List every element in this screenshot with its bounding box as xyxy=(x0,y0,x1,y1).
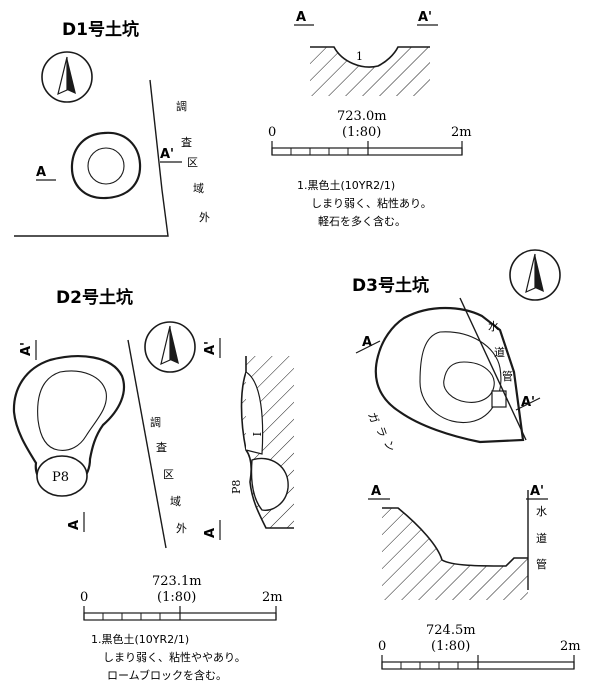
d2-north-arrow-icon xyxy=(144,321,196,373)
d3-gravel-label: ガ ラ ン xyxy=(365,411,397,454)
svg-text:しまり弱く、粘性あり。: しまり弱く、粘性あり。 xyxy=(311,196,432,210)
svg-text:0: 0 xyxy=(268,125,276,140)
d1-outside-survey-label: 調 査 区 域 外 xyxy=(176,99,210,224)
d2-section-a: A xyxy=(203,528,218,538)
d2-panel: D2号土坑 P8 A' A 調 査 区 域 外 A' A xyxy=(12,287,294,682)
svg-text:管: 管 xyxy=(536,557,547,571)
d3-water-pipe-label: 水 道 管 xyxy=(488,320,513,383)
svg-text:調: 調 xyxy=(176,99,187,113)
svg-text:ロームブロックを含む。: ロームブロックを含む。 xyxy=(107,668,227,682)
d2-label-a-prime: A' xyxy=(19,342,34,356)
svg-text:(1:80): (1:80) xyxy=(157,590,196,605)
svg-text:1.黒色土(10YR2/1): 1.黒色土(10YR2/1) xyxy=(91,632,189,646)
d2-section-a-prime: A' xyxy=(203,341,218,355)
svg-text:外: 外 xyxy=(176,522,187,535)
d3-section-a: A xyxy=(371,484,381,499)
d2-outside-survey-label: 調 査 区 域 外 xyxy=(150,415,187,535)
d2-pit-plan: P8 xyxy=(12,355,126,497)
d2-section: A' A I P8 xyxy=(203,338,294,540)
d3-north-arrow-icon xyxy=(509,249,561,301)
svg-text:(1:80): (1:80) xyxy=(342,125,381,140)
d2-section-layer-1: I xyxy=(250,432,263,436)
svg-text:(1:80): (1:80) xyxy=(431,639,470,654)
svg-text:道: 道 xyxy=(536,531,547,545)
d1-survey-boundary xyxy=(14,79,169,237)
svg-text:2m: 2m xyxy=(451,125,472,140)
d3-label-a-prime: A' xyxy=(521,395,535,410)
svg-text:査: 査 xyxy=(181,135,192,149)
svg-text:ラ: ラ xyxy=(373,425,389,440)
d2-title: D2号土坑 xyxy=(56,287,133,308)
svg-text:調: 調 xyxy=(150,415,161,429)
svg-text:区: 区 xyxy=(163,468,174,481)
d3-label-a: A xyxy=(362,335,372,350)
svg-text:域: 域 xyxy=(170,495,181,508)
svg-text:2m: 2m xyxy=(262,590,283,605)
d1-layer-1: 1 xyxy=(356,50,363,63)
svg-text:域: 域 xyxy=(193,182,204,195)
d1-north-arrow-icon xyxy=(41,51,93,103)
svg-text:管: 管 xyxy=(502,369,513,383)
svg-text:1.黒色土(10YR2/1): 1.黒色土(10YR2/1) xyxy=(297,178,395,192)
d3-scale-bar: 724.5m (1:80) 0 2m xyxy=(378,623,581,670)
d2-section-p8: P8 xyxy=(230,480,243,494)
d1-title: D1号土坑 xyxy=(62,19,139,40)
d3-section: A A' 水 道 管 xyxy=(368,484,548,600)
d3-section-water-pipe-label: 水 道 管 xyxy=(536,505,547,571)
d3-section-a-prime: A' xyxy=(530,484,544,499)
svg-text:ン: ン xyxy=(381,439,397,454)
d2-label-a: A xyxy=(67,520,82,530)
d1-section-a: A xyxy=(296,10,306,25)
d2-notes: 1.黒色土(10YR2/1) しまり弱く、粘性ややあり。 ロームブロックを含む。 xyxy=(91,632,246,682)
d1-pit-plan xyxy=(70,131,142,200)
svg-text:外: 外 xyxy=(199,211,210,224)
d1-label-a: A xyxy=(36,165,46,180)
d3-panel: D3号土坑 A A' 水 道 管 ガ ラ ン A xyxy=(352,249,581,670)
d3-pit-plan xyxy=(374,306,525,444)
svg-text:0: 0 xyxy=(80,590,88,605)
svg-text:水: 水 xyxy=(536,505,547,518)
d3-water-pipe-boundary xyxy=(459,297,527,441)
d1-scale-bar: 723.0m (1:80) 0 2m xyxy=(268,109,472,156)
svg-text:道: 道 xyxy=(494,345,505,359)
svg-text:軽石を多く含む。: 軽石を多く含む。 xyxy=(318,214,406,228)
d1-notes: 1.黒色土(10YR2/1) しまり弱く、粘性あり。 軽石を多く含む。 xyxy=(297,178,432,228)
d1-section: A A' 1 xyxy=(294,10,438,96)
d2-pit-p8: P8 xyxy=(52,470,69,485)
d2-survey-boundary xyxy=(127,339,167,549)
svg-text:ガ: ガ xyxy=(365,411,381,426)
svg-text:区: 区 xyxy=(187,156,198,169)
d3-title: D3号土坑 xyxy=(352,275,429,296)
d1-label-a-prime: A' xyxy=(160,147,174,162)
svg-text:しまり弱く、粘性ややあり。: しまり弱く、粘性ややあり。 xyxy=(103,650,246,664)
svg-text:724.5m: 724.5m xyxy=(426,623,476,638)
svg-text:723.0m: 723.0m xyxy=(337,109,387,124)
svg-text:723.1m: 723.1m xyxy=(152,574,202,589)
d1-section-a-prime: A' xyxy=(418,10,432,25)
d2-scale-bar: 723.1m (1:80) 0 2m xyxy=(80,574,283,621)
svg-text:2m: 2m xyxy=(560,639,581,654)
svg-text:0: 0 xyxy=(378,639,386,654)
svg-text:査: 査 xyxy=(156,440,167,454)
svg-text:水: 水 xyxy=(488,320,499,333)
d1-panel: D1号土坑 A A' 調 査 区 域 外 A A' xyxy=(14,10,472,237)
